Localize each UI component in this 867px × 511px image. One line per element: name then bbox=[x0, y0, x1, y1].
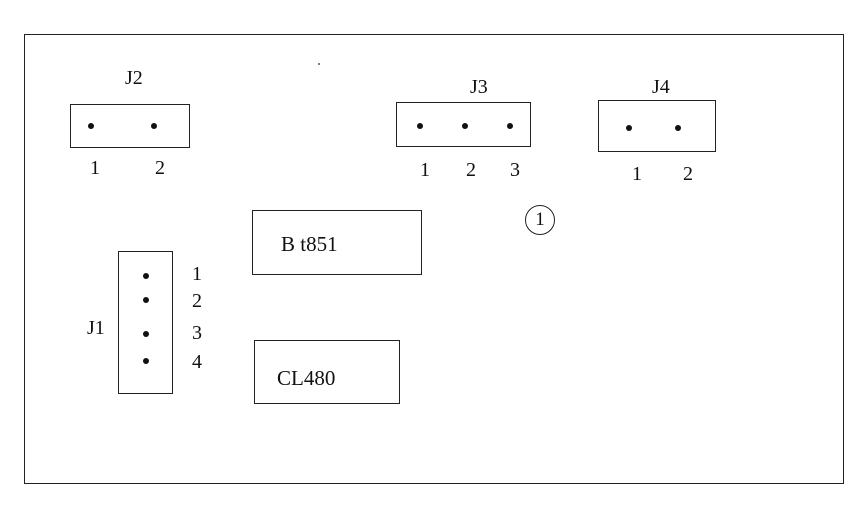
speck-mark bbox=[318, 63, 320, 65]
j1-pin-3-number: 3 bbox=[192, 322, 202, 344]
j4-connector bbox=[598, 100, 716, 152]
circuit-board-outline bbox=[24, 34, 844, 484]
j3-connector bbox=[396, 102, 531, 147]
j1-pin-2-number: 2 bbox=[192, 290, 202, 312]
j1-pin-1-number: 1 bbox=[192, 263, 202, 285]
j3-pin-1-number: 1 bbox=[420, 159, 430, 181]
bt851-chip: B t851 bbox=[252, 210, 422, 275]
j3-pin-1-dot bbox=[417, 123, 423, 129]
j4-label: J4 bbox=[652, 76, 670, 98]
j2-pin-1-number: 1 bbox=[90, 157, 100, 179]
j2-label: J2 bbox=[125, 67, 143, 89]
j2-pin-2-dot bbox=[151, 123, 157, 129]
j3-pin-2-dot bbox=[462, 123, 468, 129]
j3-pin-3-number: 3 bbox=[510, 159, 520, 181]
j1-pin-2-dot bbox=[143, 297, 149, 303]
j4-pin-2-dot bbox=[675, 125, 681, 131]
cl480-chip-label: CL480 bbox=[277, 366, 336, 390]
j1-pin-3-dot bbox=[143, 331, 149, 337]
j4-pin-1-number: 1 bbox=[632, 163, 642, 185]
circled-number-marker: 1 bbox=[525, 205, 555, 235]
j2-pin-1-dot bbox=[88, 123, 94, 129]
j4-pin-1-dot bbox=[626, 125, 632, 131]
bt851-chip-label: B t851 bbox=[281, 232, 338, 256]
j1-pin-4-dot bbox=[143, 358, 149, 364]
j4-pin-2-number: 2 bbox=[683, 163, 693, 185]
j1-label: J1 bbox=[87, 317, 105, 339]
j3-label: J3 bbox=[470, 76, 488, 98]
j3-pin-3-dot bbox=[507, 123, 513, 129]
j1-pin-4-number: 4 bbox=[192, 351, 202, 373]
j1-connector bbox=[118, 251, 173, 394]
j2-pin-2-number: 2 bbox=[155, 157, 165, 179]
j3-pin-2-number: 2 bbox=[466, 159, 476, 181]
j2-connector bbox=[70, 104, 190, 148]
cl480-chip: CL480 bbox=[254, 340, 400, 404]
j1-pin-1-dot bbox=[143, 273, 149, 279]
